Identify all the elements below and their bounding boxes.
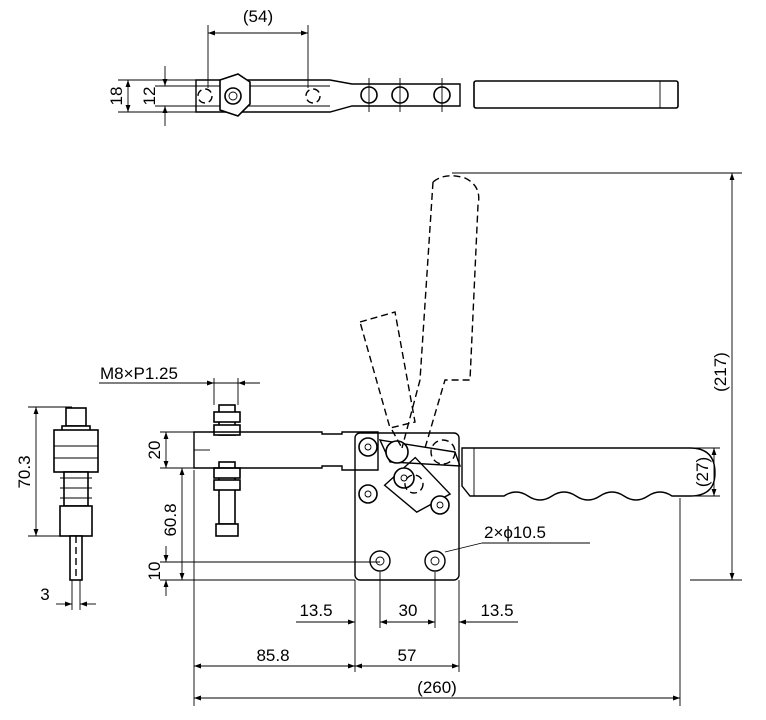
mount-hole-left: [369, 550, 391, 572]
top-view: (54) 18 12: [107, 7, 679, 126]
dim-12-label: 12: [140, 87, 159, 106]
handle-phantom-mid: [359, 311, 416, 429]
side-view: 70.3 3: [15, 406, 99, 610]
base-plate: [354, 432, 460, 581]
side-view-spindle: [53, 407, 99, 581]
dim-13-5-right-label: 13.5: [480, 601, 513, 620]
spindle-bolt: [213, 404, 241, 537]
hole-callout-label: 2×ϕ10.5: [484, 523, 546, 542]
dim-27-label: (27): [693, 457, 712, 487]
dim-20-label: 20: [145, 441, 164, 460]
dim-260-label: (260): [417, 678, 457, 697]
dim-57-label: 57: [398, 646, 417, 665]
handle-phantom-open: [424, 175, 480, 449]
front-view: M8×P1.25: [99, 172, 742, 706]
clamp-arm: [193, 431, 379, 471]
dim-217-label: (217): [711, 352, 730, 392]
toggle-linkage: [358, 437, 462, 515]
dim-70-3-label: 70.3: [15, 455, 34, 488]
clamp-handle: [461, 447, 716, 501]
top-view-handle: [473, 80, 679, 109]
dim-85-8-label: 85.8: [256, 646, 289, 665]
dim-54-label: (54): [243, 7, 273, 26]
dim-60-8-label: 60.8: [161, 503, 180, 536]
dim-10-label: 10: [145, 562, 164, 581]
dim-3-label: 3: [40, 585, 49, 604]
mount-hole-right: [424, 550, 446, 572]
thread-spec-label: M8×P1.25: [100, 364, 178, 383]
dim-13-5-left-label: 13.5: [299, 601, 332, 620]
dim-30-label: 30: [399, 601, 418, 620]
dim-18-label: 18: [107, 87, 126, 106]
